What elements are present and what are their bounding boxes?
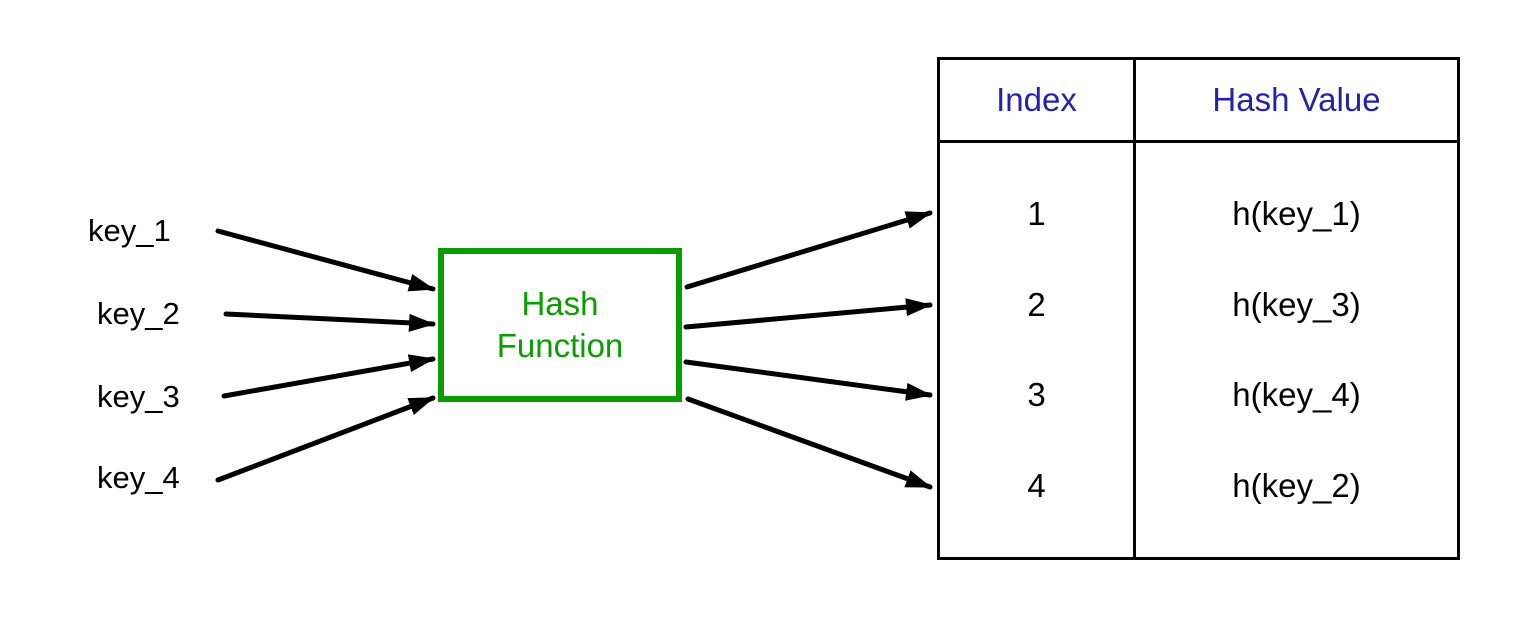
hash-table: Index Hash Value 1 2 3 4 h(key_1) h(key_… [937, 57, 1460, 560]
arrow-hash-function-to-row-1 [684, 210, 933, 290]
hash-function-label-line1: Hash [521, 285, 599, 322]
arrow-hash-function-to-row-4 [685, 396, 933, 490]
hash-value-column-header: Hash Value [1212, 81, 1381, 118]
arrow-key-3-to-hash-function [221, 354, 436, 399]
index-cell-4: 4 [1027, 467, 1046, 505]
index-cell-3: 3 [1027, 376, 1046, 414]
index-column-header: Index [940, 60, 1136, 140]
arrow-hash-function-to-row-2 [683, 298, 933, 330]
hash-value-cell-2: h(key_3) [1232, 285, 1361, 323]
hash-value-cell-3: h(key_4) [1232, 376, 1361, 414]
key-1-label: key_1 [88, 213, 171, 248]
key-2-label: key_2 [97, 296, 180, 331]
hash-value-column: h(key_1) h(key_3) h(key_4) h(key_2) [1136, 143, 1457, 557]
hash-table-body: 1 2 3 4 h(key_1) h(key_3) h(key_4) h(key… [940, 143, 1457, 557]
hash-value-cell-1: h(key_1) [1232, 194, 1361, 232]
hash-function-box: Hash Function [438, 248, 682, 402]
index-cell-1: 1 [1027, 194, 1046, 232]
arrow-key-4-to-hash-function [215, 395, 436, 483]
arrow-hash-function-to-row-3 [683, 359, 933, 401]
index-cell-2: 2 [1027, 285, 1046, 323]
key-4-label: key_4 [97, 460, 180, 495]
index-column: 1 2 3 4 [940, 143, 1136, 557]
hash-value-cell-4: h(key_2) [1232, 467, 1361, 505]
hash-function-label-line2: Function [496, 327, 624, 364]
arrow-key-1-to-hash-function [215, 228, 436, 292]
key-3-label: key_3 [97, 379, 180, 414]
arrow-key-2-to-hash-function [223, 311, 436, 332]
hash-table-header-row: Index Hash Value [940, 60, 1457, 143]
